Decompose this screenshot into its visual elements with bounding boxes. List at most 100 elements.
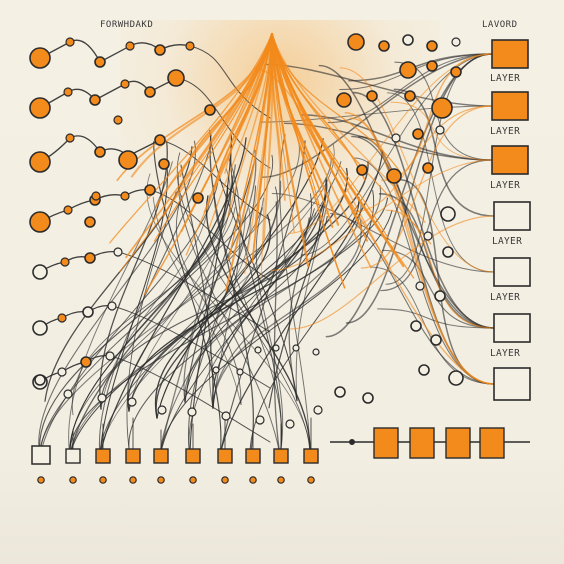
bottom-square xyxy=(65,448,81,464)
mid-node xyxy=(34,374,46,386)
dark-edge xyxy=(128,213,321,457)
right-node xyxy=(423,231,433,241)
right-node xyxy=(378,40,390,52)
right-edge xyxy=(270,159,493,272)
right-edge xyxy=(300,53,493,256)
mid-node xyxy=(362,392,374,404)
chain-node xyxy=(94,56,106,68)
right-node xyxy=(426,40,438,52)
mid-node xyxy=(292,344,300,352)
dark-edge xyxy=(268,191,328,409)
chain-node xyxy=(29,211,51,233)
dark-edge xyxy=(295,182,332,402)
right-edge xyxy=(351,135,495,329)
sequence-block-2 xyxy=(409,427,435,459)
dark-edge xyxy=(209,133,254,457)
bottom-input-row xyxy=(31,445,51,465)
mid-node xyxy=(312,348,320,356)
dark-edge xyxy=(39,154,274,457)
layer-box-2 xyxy=(491,91,529,121)
orange-edge xyxy=(271,33,415,279)
mid-node xyxy=(255,415,265,425)
orange-edge xyxy=(270,33,286,201)
mid-node xyxy=(118,150,138,170)
chain-node xyxy=(89,94,101,106)
bottom-square xyxy=(125,448,141,464)
right-node xyxy=(356,164,368,176)
chain-node xyxy=(154,44,166,56)
chain-node xyxy=(185,41,195,51)
right-edge xyxy=(290,215,495,330)
layer-box-6 xyxy=(493,313,531,343)
right-node xyxy=(366,90,378,102)
mid-node xyxy=(236,368,244,376)
right-node xyxy=(451,37,461,47)
layer-label-5: LAYER xyxy=(490,292,520,303)
mid-node xyxy=(192,192,204,204)
dark-edge xyxy=(127,196,360,412)
layer-box-1 xyxy=(491,39,529,69)
bottom-dot xyxy=(69,476,77,484)
bottom-dot xyxy=(277,476,285,484)
right-edge xyxy=(261,53,493,178)
dark-edge xyxy=(39,182,219,457)
mid-node xyxy=(285,419,295,429)
orange-edge xyxy=(109,33,273,244)
right-node xyxy=(412,128,424,140)
orange-edge xyxy=(270,32,340,226)
dark-edge xyxy=(212,218,363,409)
dark-edge xyxy=(212,157,241,409)
dark-edge xyxy=(177,171,281,457)
dark-edge xyxy=(99,186,278,457)
dark-edge xyxy=(205,195,311,457)
chain-tail xyxy=(117,251,271,333)
right-node xyxy=(422,162,434,174)
right-node xyxy=(404,90,416,102)
orange-edge xyxy=(162,32,274,217)
right-edge xyxy=(339,67,495,273)
dark-edge xyxy=(146,173,311,457)
right-node xyxy=(399,61,417,79)
chain-node xyxy=(80,356,92,368)
left-title: FORWHDAKD xyxy=(100,20,153,30)
chain-node xyxy=(57,367,67,377)
chain-tail xyxy=(189,45,271,119)
orange-edge xyxy=(224,33,273,174)
chain-node xyxy=(29,151,51,173)
dark-edge xyxy=(184,193,312,403)
layer-box-7 xyxy=(493,367,531,401)
right-edge xyxy=(382,249,495,329)
bottom-square xyxy=(153,448,169,464)
orange-edge xyxy=(213,33,273,189)
dark-edge xyxy=(184,163,255,403)
right-node xyxy=(431,97,453,119)
mid-node xyxy=(63,389,73,399)
chain-node xyxy=(120,79,130,89)
sequence-block-3 xyxy=(445,427,471,459)
chain-node xyxy=(125,41,135,51)
right-node xyxy=(435,125,445,135)
dark-edge xyxy=(183,149,257,403)
layer-box-3 xyxy=(491,145,529,175)
bottom-dot xyxy=(157,476,165,484)
mid-node xyxy=(127,397,137,407)
layer-label-3: LAYER xyxy=(490,180,520,191)
dark-edge xyxy=(273,201,281,457)
orange-edge xyxy=(179,33,273,178)
right-edge xyxy=(329,212,495,385)
chain-tail xyxy=(109,355,271,443)
layer-label-6: LAYER xyxy=(490,348,520,359)
chain-node xyxy=(154,134,166,146)
dark-edge xyxy=(188,185,257,457)
right-edge xyxy=(349,117,495,385)
right-edge xyxy=(385,209,495,329)
mid-node xyxy=(158,158,170,170)
right-node xyxy=(430,334,442,346)
input-box-empty xyxy=(31,445,51,465)
mid-node xyxy=(187,407,197,417)
chain-node xyxy=(32,320,48,336)
orange-edge xyxy=(271,33,346,289)
right-title: LAVORD xyxy=(482,20,518,30)
mid-node xyxy=(91,191,101,201)
